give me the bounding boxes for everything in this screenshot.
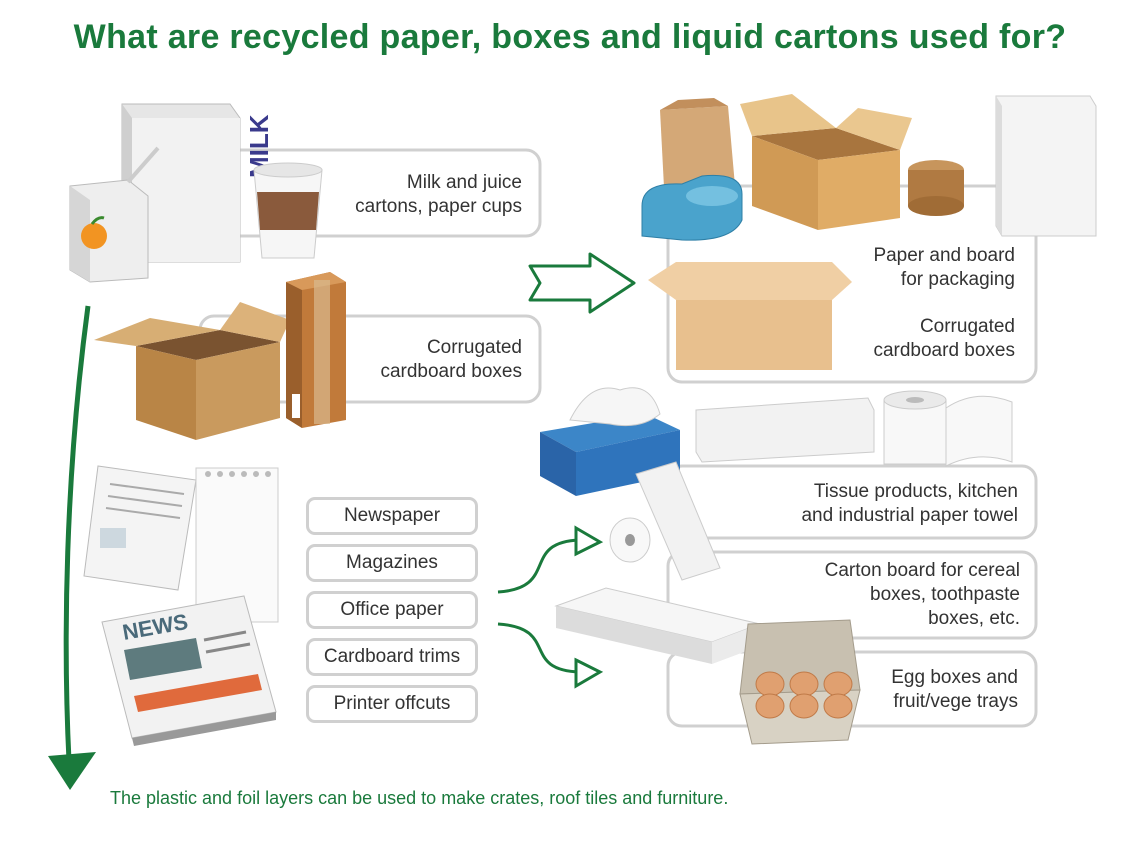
tissue-output-label-line2: and industrial paper towel xyxy=(801,505,1018,526)
corrugated-output-label-line1: Corrugated xyxy=(919,316,1015,337)
corrugated-output-box-illustration xyxy=(648,262,852,370)
pill-office-paper: Office paper xyxy=(306,591,478,629)
paper-to-egg-box-arrow xyxy=(497,622,581,674)
juice-box-illustration xyxy=(69,146,160,283)
paper-stack-illustration xyxy=(83,465,279,623)
packaging-output-label-line1: Paper and board xyxy=(873,245,1015,266)
round-box-illustration xyxy=(908,160,964,216)
paper-towel-roll-illustration xyxy=(609,461,721,581)
corrugated-input-label-line2: cardboard boxes xyxy=(380,361,522,382)
long-box-illustration xyxy=(695,397,875,463)
egg-box-output-label-line1: Egg boxes and xyxy=(891,667,1018,688)
carton-board-output-label: Carton board for cereal boxes, toothpast… xyxy=(780,559,1020,631)
corrugated-input-label-line1: Corrugated xyxy=(426,337,522,358)
corrugated-input-label: Corrugated cardboard boxes xyxy=(330,336,522,384)
milk-cartons-label: Milk and juice cartons, paper cups xyxy=(330,171,522,219)
open-cardboard-box-illustration xyxy=(94,302,290,440)
packaging-output-label-line2: for packaging xyxy=(900,269,1015,290)
egg-box-output-label: Egg boxes and fruit/vege trays xyxy=(860,666,1018,714)
carton-board-output-label-line2: boxes, toothpaste xyxy=(870,584,1020,605)
foil-layers-arrow xyxy=(63,305,91,781)
white-carton-illustration xyxy=(995,95,1097,237)
pill-newspaper: Newspaper xyxy=(306,497,478,535)
carton-board-output-label-line1: Carton board for cereal xyxy=(824,560,1020,581)
milk-cartons-label-line1: Milk and juice xyxy=(406,172,522,193)
egg-carton-illustration xyxy=(739,619,861,745)
paper-cup-illustration xyxy=(253,162,323,259)
carton-board-output-label-line3: boxes, etc. xyxy=(928,608,1020,629)
toilet-roll-illustration xyxy=(883,390,1013,467)
pizza-box-illustration xyxy=(554,587,762,664)
footer-note: The plastic and foil layers can be used … xyxy=(110,788,729,808)
blue-tray-illustration xyxy=(641,174,743,241)
newspaper-illustration: NEWS xyxy=(101,595,277,746)
recycle-to-packaging-arrow xyxy=(528,252,636,314)
page-title: What are recycled paper, boxes and liqui… xyxy=(73,18,1067,56)
tall-box-illustration xyxy=(286,272,346,428)
shipping-box-illustration xyxy=(740,94,912,230)
pill-magazines: Magazines xyxy=(306,544,478,582)
packaging-output-label: Paper and board for packaging xyxy=(800,244,1015,292)
pill-printer-offcuts: Printer offcuts xyxy=(306,685,478,723)
milk-cartons-label-line2: cartons, paper cups xyxy=(355,196,522,217)
corrugated-output-label: Corrugated cardboard boxes xyxy=(800,315,1015,363)
corrugated-output-label-line2: cardboard boxes xyxy=(873,340,1015,361)
paper-to-tissue-arrow xyxy=(497,538,581,594)
pill-cardboard-trims: Cardboard trims xyxy=(306,638,478,676)
tissue-output-label: Tissue products, kitchen and industrial … xyxy=(760,480,1018,528)
egg-box-output-label-line2: fruit/vege trays xyxy=(893,691,1018,712)
tissue-output-label-line1: Tissue products, kitchen xyxy=(813,481,1018,502)
